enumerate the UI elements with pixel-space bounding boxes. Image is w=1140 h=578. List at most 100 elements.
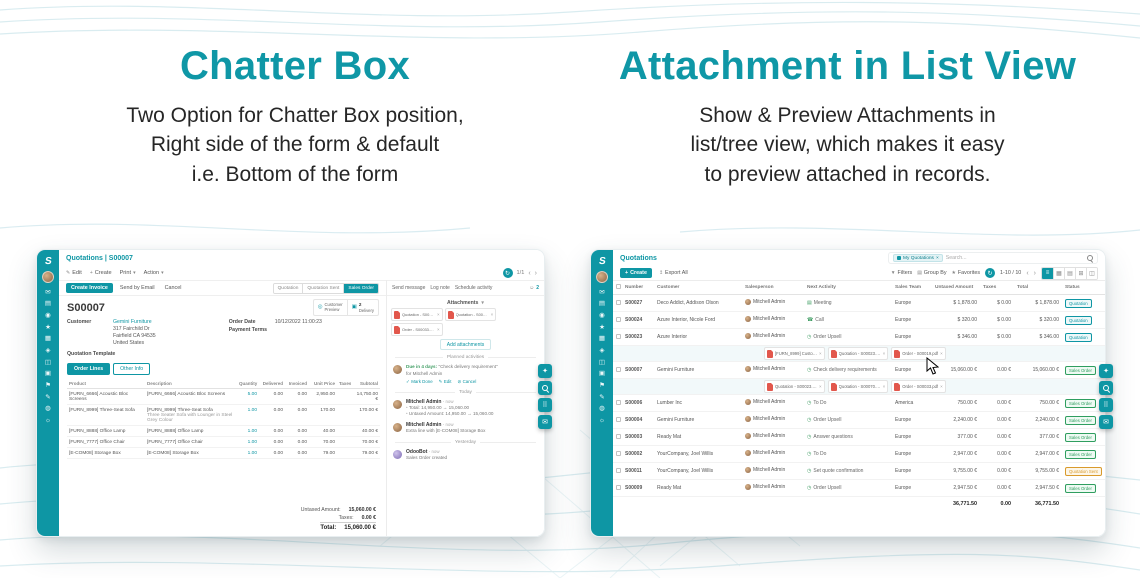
send-message-button[interactable]: Send message (392, 285, 426, 291)
activity-cell[interactable]: ◷Set quote confirmation (804, 462, 892, 480)
quotation-row[interactable]: S00006 Lumber Inc Mitchell Admin ◷To Do … (613, 394, 1105, 412)
status-step-quotation-sent[interactable]: Quotation Sent (302, 283, 344, 293)
quotation-number[interactable]: S00002 (622, 445, 654, 463)
activity-cell[interactable]: ◷Order Upsell (804, 328, 892, 346)
message[interactable]: Mitchell Admin - now Total: 14,950.00 → … (387, 397, 544, 420)
sidebar-app-icon[interactable]: ✎ (45, 393, 51, 401)
chevron-down-icon[interactable]: ▾ (481, 300, 485, 306)
col-customer[interactable]: Customer (654, 281, 742, 295)
close-icon[interactable]: × (490, 312, 494, 317)
sidebar-app-icon[interactable]: ◈ (45, 347, 51, 355)
sidebar-app-icon[interactable]: ✉ (45, 288, 51, 296)
close-icon[interactable]: × (819, 351, 822, 356)
status-step-sales-order[interactable]: Sales Order (343, 283, 378, 293)
quotation-row[interactable]: S00009 Ready Mat Mitchell Admin ◷Order U… (613, 479, 1105, 497)
favorites-button[interactable]: ★Favorites (952, 270, 980, 276)
quotation-row[interactable]: S00011 YourCompany, Joel Willis Mitchell… (613, 462, 1105, 480)
app-logo[interactable]: S (43, 256, 53, 267)
quotation-number[interactable]: S00011 (622, 462, 654, 480)
quotation-row[interactable]: S00007 Gemini Furniture Mitchell Admin ◷… (613, 361, 1105, 379)
col-untaxed[interactable]: Untaxed Amount (932, 281, 980, 295)
float-star-button[interactable]: ✦ (1099, 364, 1113, 378)
col-number[interactable]: Number (622, 281, 654, 295)
row-checkbox[interactable] (616, 433, 621, 439)
add-attachments-button[interactable]: Add attachments (439, 339, 492, 350)
sidebar-app-icon[interactable]: ⚑ (599, 382, 605, 390)
filters-button[interactable]: ▼Filters (891, 270, 912, 276)
pager-prev-icon[interactable]: ‹ (528, 269, 531, 277)
list-view-button[interactable]: ≡ (1042, 267, 1053, 279)
row-checkbox[interactable] (616, 484, 621, 490)
activity-cell[interactable]: ◷Order Upsell (804, 479, 892, 497)
quotation-number[interactable]: S00027 (622, 294, 654, 312)
activity-item[interactable]: Due in 4 days: "Check delivery requireme… (387, 362, 544, 387)
followers-button[interactable]: ☺ 2 (529, 285, 539, 291)
pager-next-icon[interactable]: › (1033, 269, 1036, 277)
float-mail-button[interactable]: ✉ (1099, 415, 1113, 429)
order-line-row[interactable]: [E-COM08] Storage Box [E-COM08] Storage … (67, 447, 380, 459)
col-next-activity[interactable]: Next Activity (804, 281, 892, 295)
sidebar-app-icon[interactable]: ◫ (44, 358, 52, 366)
sidebar-app-icon[interactable]: ▤ (598, 300, 606, 308)
close-icon[interactable]: × (940, 384, 943, 389)
sidebar-app-icon[interactable]: ◍ (599, 405, 605, 413)
order-date-value[interactable]: 10/12/2022 11:00:23 (274, 319, 322, 325)
quotation-number[interactable]: S00004 (622, 411, 654, 429)
row-checkbox[interactable] (616, 416, 621, 422)
float-mail-button[interactable]: ✉ (538, 415, 552, 429)
row-checkbox[interactable] (616, 450, 621, 456)
calendar-view-button[interactable]: ▤ (1064, 267, 1075, 279)
close-icon[interactable]: × (882, 384, 886, 389)
user-avatar[interactable] (42, 271, 54, 283)
graph-view-button[interactable]: ◫ (1086, 267, 1097, 279)
sidebar-app-icon[interactable]: ⚑ (45, 382, 51, 390)
attachment-chip[interactable]: Order - S00033.pdf× (891, 380, 946, 393)
col-sales-team[interactable]: Sales Team (892, 281, 932, 295)
order-line-row[interactable]: [FURN_8999] Three-Seat Sofa [FURN_8999] … (67, 404, 380, 426)
sidebar-app-icon[interactable]: ☼ (599, 417, 605, 425)
row-checkbox[interactable] (616, 333, 621, 339)
log-note-button[interactable]: Log note (430, 285, 450, 291)
attachment-chip[interactable]: Quotation - S00070.pdf× (444, 308, 497, 321)
create-invoice-button[interactable]: Create Invoice (66, 283, 113, 293)
quotation-number[interactable]: S00023 (622, 328, 654, 346)
attachment-chip[interactable]: Quotation - S00023.pdf× (827, 347, 889, 360)
breadcrumb[interactable]: Quotations (620, 254, 657, 262)
activity-cell[interactable]: ◷To Do (804, 394, 892, 412)
sidebar-app-icon[interactable]: ★ (45, 323, 51, 331)
sidebar-app-icon[interactable]: ▣ (598, 370, 606, 378)
send-by-email-button[interactable]: Send by Email (119, 285, 155, 291)
col-quantity[interactable]: Quantity (237, 379, 259, 389)
sidebar-app-icon[interactable]: ◉ (45, 311, 51, 319)
quotation-row[interactable]: S00024 Azure Interior, Nicole Ford Mitch… (613, 311, 1105, 329)
sidebar-app-icon[interactable]: ✎ (599, 393, 605, 401)
close-icon[interactable]: × (882, 351, 886, 356)
quotation-number[interactable]: S00007 (622, 361, 654, 379)
quotation-number[interactable]: S00003 (622, 428, 654, 446)
order-line-row[interactable]: [FURN_7777] Office Chair [FURN_7777] Off… (67, 436, 380, 448)
status-step-quotation[interactable]: Quotation (273, 283, 303, 293)
pivot-view-button[interactable]: ⊞ (1075, 267, 1086, 279)
sidebar-app-icon[interactable]: ◉ (599, 311, 605, 319)
sidebar-app-icon[interactable]: ◈ (599, 347, 605, 355)
search-bar[interactable]: My Quotations × Search... (888, 252, 1098, 264)
activity-cell[interactable]: ◷To Do (804, 445, 892, 463)
sidebar-app-icon[interactable]: ▤ (44, 300, 52, 308)
breadcrumb[interactable]: Quotations | S00007 (66, 254, 133, 262)
row-checkbox[interactable] (616, 366, 621, 372)
activity-cell[interactable]: ▤Meeting (804, 294, 892, 312)
user-avatar[interactable] (596, 271, 608, 283)
col-invoiced[interactable]: Invoiced (285, 379, 309, 389)
attachments-title[interactable]: Attachments (446, 300, 479, 306)
quotation-row[interactable]: S00023 Azure Interior Mitchell Admin ◷Or… (613, 328, 1105, 346)
quotation-number[interactable]: S00009 (622, 479, 654, 497)
pager-prev-icon[interactable]: ‹ (1026, 269, 1029, 277)
float-apps-button[interactable]: ⠿ (538, 398, 552, 412)
mark-done-button[interactable]: ✓Mark Done (406, 379, 433, 385)
attachment-chip[interactable]: [FURN_8999] Customiz...× (764, 347, 825, 360)
row-checkbox[interactable] (616, 399, 621, 405)
float-apps-button[interactable]: ⠿ (1099, 398, 1113, 412)
col-taxes[interactable]: Taxes (337, 379, 351, 389)
action-button[interactable]: Action▾ (144, 270, 164, 276)
schedule-activity-button[interactable]: Schedule activity (454, 285, 493, 291)
